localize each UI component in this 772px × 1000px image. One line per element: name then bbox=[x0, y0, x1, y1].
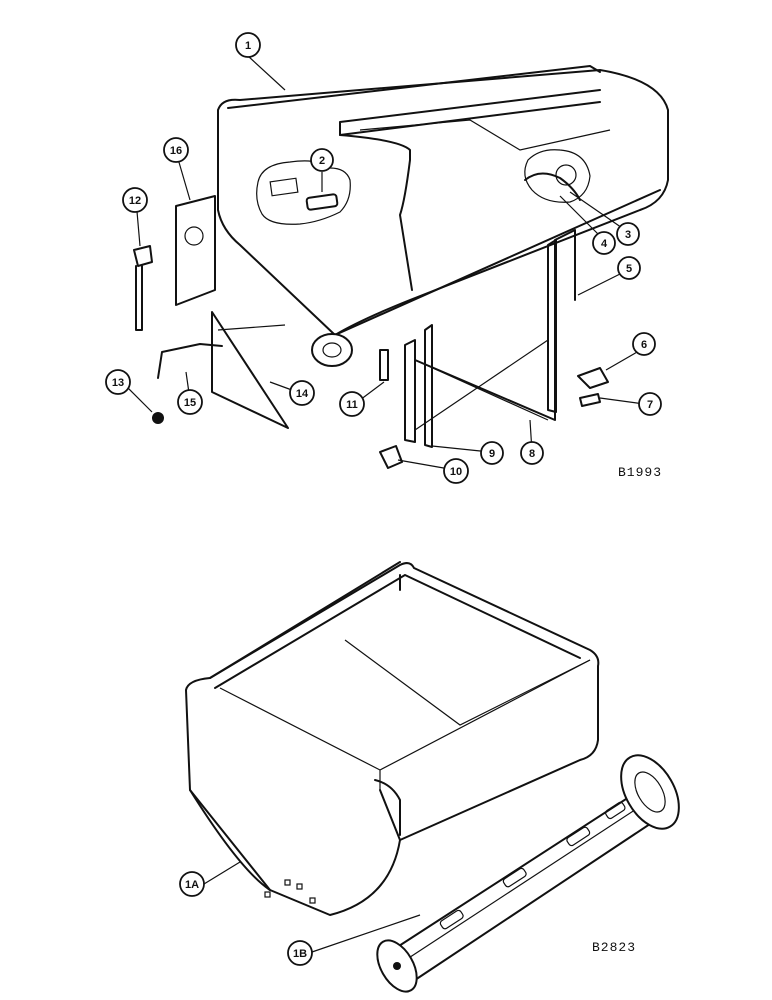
callout-12: 12 bbox=[122, 187, 148, 213]
auger-tube-bore bbox=[322, 342, 342, 358]
hopper-1a-top-rim bbox=[209, 561, 581, 689]
callout-4-label: 4 bbox=[601, 238, 608, 250]
callout-1: 1 bbox=[235, 32, 261, 58]
auger-flange-right bbox=[620, 754, 680, 830]
brace-part-14 bbox=[211, 311, 289, 429]
callout-13: 13 bbox=[105, 369, 131, 395]
bearing-boss bbox=[555, 164, 577, 186]
callout-15-label: 15 bbox=[184, 397, 196, 409]
strip-part-9 bbox=[404, 339, 416, 443]
upper-hopper-assembly bbox=[133, 65, 669, 469]
hopper-1a-hole-4 bbox=[264, 891, 271, 898]
callout-6-label: 6 bbox=[641, 339, 647, 351]
callout-2-label: 2 bbox=[319, 155, 325, 167]
callout-4: 4 bbox=[592, 231, 616, 255]
callout-3-label: 3 bbox=[625, 229, 631, 241]
callout-1-label: 1 bbox=[245, 40, 251, 52]
hopper-1a-front-face bbox=[379, 789, 401, 841]
hopper-1a-front-face-2 bbox=[374, 779, 401, 836]
bracket-part-11 bbox=[379, 349, 389, 381]
auger-tube-end bbox=[311, 333, 353, 367]
bracket-part-12 bbox=[133, 245, 153, 331]
hopper-1a-hole-1 bbox=[284, 879, 291, 886]
callout-11-label: 11 bbox=[346, 399, 358, 411]
hopper-1a-hole-2 bbox=[296, 883, 303, 890]
bracket-part-6 bbox=[577, 367, 609, 389]
callout-5: 5 bbox=[617, 256, 641, 280]
callout-8: 8 bbox=[520, 441, 544, 465]
strip-part-9-b bbox=[424, 324, 433, 448]
callout-13-label: 13 bbox=[112, 377, 124, 389]
strip-part-5 bbox=[547, 239, 557, 413]
bearing-ring bbox=[524, 172, 581, 201]
hopper-body-1a bbox=[185, 562, 600, 916]
callout-1b-label: 1B bbox=[293, 948, 307, 960]
brace-rod bbox=[217, 324, 286, 331]
callout-9-label: 9 bbox=[489, 448, 495, 460]
lower-hopper-assembly bbox=[185, 561, 680, 993]
hopper-body bbox=[217, 69, 669, 336]
callout-12-label: 12 bbox=[129, 195, 141, 207]
callout-8-label: 8 bbox=[529, 448, 535, 460]
end-plate-hole bbox=[184, 226, 204, 246]
cutout-inspection-window bbox=[256, 160, 351, 225]
hopper-1a-inner bbox=[219, 659, 591, 790]
knob-part-13 bbox=[152, 412, 164, 424]
auger-slot-2 bbox=[502, 867, 527, 888]
figure-code-bottom: B2823 bbox=[592, 940, 636, 955]
figure-code-top: B1993 bbox=[618, 465, 662, 480]
side-cover-diagonals bbox=[414, 339, 549, 431]
auger-tube-1b-stripe bbox=[397, 799, 651, 966]
washer-part-7 bbox=[579, 393, 601, 407]
callout-1b: 1B bbox=[287, 940, 313, 966]
hopper-1a-hole-3 bbox=[309, 897, 316, 904]
handle-part-15 bbox=[157, 343, 223, 379]
callout-2: 2 bbox=[310, 148, 334, 172]
cutout-bearing-area bbox=[524, 149, 591, 203]
callout-16-label: 16 bbox=[170, 145, 182, 157]
end-plate-part-16 bbox=[175, 195, 216, 306]
hopper-1a-inner-slope bbox=[344, 639, 591, 726]
auger-slot-1 bbox=[439, 909, 464, 930]
callout-7-label: 7 bbox=[647, 399, 653, 411]
window-plate bbox=[269, 177, 299, 197]
trough-line bbox=[334, 189, 661, 336]
callout-14: 14 bbox=[289, 380, 315, 406]
leader-lines-bottom bbox=[203, 861, 421, 953]
callout-16: 16 bbox=[163, 137, 189, 163]
callout-10: 10 bbox=[443, 458, 469, 484]
callout-6: 6 bbox=[632, 332, 656, 356]
callout-10-label: 10 bbox=[450, 466, 462, 478]
callout-5-label: 5 bbox=[626, 263, 632, 275]
callout-14-label: 14 bbox=[296, 388, 309, 400]
callout-1a: 1A bbox=[179, 871, 205, 897]
auger-shaft-end bbox=[393, 962, 401, 970]
callout-9: 9 bbox=[480, 441, 504, 465]
hopper-1a-left-slope bbox=[189, 789, 271, 891]
callout-11: 11 bbox=[339, 391, 365, 417]
auger-flange-right-inner bbox=[634, 771, 666, 813]
callout-1a-label: 1A bbox=[185, 879, 199, 891]
callout-15: 15 bbox=[177, 389, 203, 415]
callout-3: 3 bbox=[616, 222, 640, 246]
callout-7: 7 bbox=[638, 392, 662, 416]
hopper-inner-line bbox=[359, 119, 611, 151]
plate-part-10 bbox=[379, 445, 403, 469]
front-face-edge bbox=[339, 134, 413, 291]
auger-slot-3 bbox=[566, 826, 591, 847]
window-part-2 bbox=[305, 193, 339, 211]
auger-slot-4 bbox=[604, 801, 626, 820]
